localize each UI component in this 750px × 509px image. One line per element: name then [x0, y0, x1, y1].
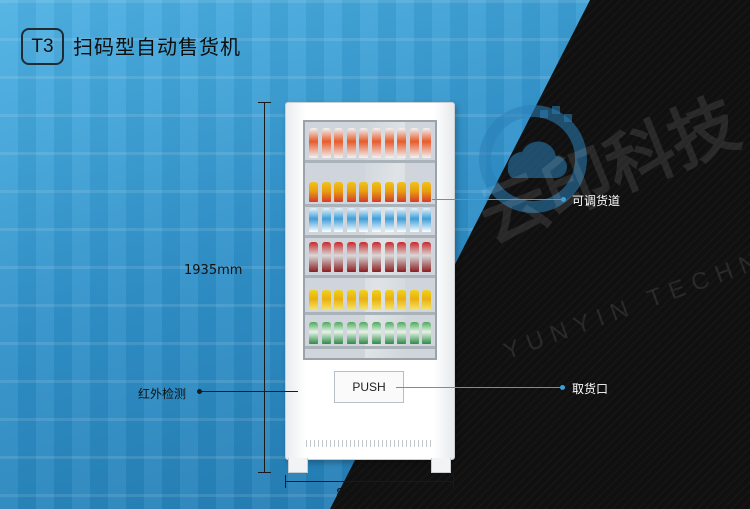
product-bottle [372, 242, 381, 272]
product-bottle [346, 322, 356, 344]
product-bottle [372, 208, 381, 232]
product-bottle [359, 242, 369, 272]
product-bottle [321, 290, 331, 310]
product-bottle [384, 208, 394, 232]
product-bottle [422, 242, 432, 272]
product-bottle [422, 128, 432, 158]
product-bottle [346, 290, 356, 310]
product-bottle [372, 322, 381, 344]
product-bottle [346, 182, 356, 202]
infrared-detection-label: 红外检测 [138, 387, 187, 401]
product-bottle [321, 242, 331, 272]
product-bottle [422, 208, 432, 232]
product-bottle [359, 182, 369, 202]
height-tick-bottom [258, 472, 271, 473]
product-bottle [384, 290, 394, 310]
product-bottle [309, 208, 318, 232]
product-bottle [397, 290, 407, 310]
height-label: 1935mm [184, 263, 243, 278]
width-label: 855mm [336, 487, 387, 502]
push-pickup-door[interactable]: PUSH [334, 371, 404, 403]
product-bottle [309, 128, 318, 158]
vending-machine: PUSH [285, 102, 455, 460]
product-bottle [334, 322, 344, 344]
product-bottle [359, 322, 369, 344]
cloud-logo-icon [479, 105, 587, 213]
product-bottle [346, 208, 356, 232]
product-bottle [372, 290, 381, 310]
width-dimension-line [285, 481, 453, 482]
product-bottle [372, 128, 381, 158]
machine-foot-right [431, 458, 451, 473]
product-bottle [397, 182, 407, 202]
product-bottle [384, 242, 394, 272]
display-window [303, 120, 437, 360]
product-bottle [334, 242, 344, 272]
product-bottle [359, 290, 369, 310]
product-bottle [359, 128, 369, 158]
pickup-port-line [396, 387, 562, 388]
product-bottle [397, 242, 407, 272]
product-bottle [409, 208, 419, 232]
product-bottle [321, 208, 331, 232]
product-bottle [384, 128, 394, 158]
page-title: 扫码型自动售货机 [73, 35, 241, 59]
pickup-port-dot [560, 385, 565, 390]
product-bottle [422, 290, 432, 310]
product-bottle [384, 182, 394, 202]
product-bottle [321, 182, 331, 202]
product-bottle [397, 128, 407, 158]
infrared-detection-dot [197, 389, 202, 394]
product-bottle [309, 290, 318, 310]
product-bottle [359, 208, 369, 232]
shelf [305, 235, 435, 238]
width-tick-left [285, 475, 286, 488]
product-bottle [409, 242, 419, 272]
height-dimension-line [264, 102, 265, 472]
product-bottle [397, 208, 407, 232]
product-bottle [409, 182, 419, 202]
infrared-detection-line [200, 391, 298, 392]
product-bottle [334, 182, 344, 202]
vent-grille [306, 440, 434, 447]
product-bottle [309, 242, 318, 272]
model-badge: T3 [21, 28, 64, 65]
product-bottle [321, 128, 331, 158]
height-tick-top [258, 102, 271, 103]
product-bottle [346, 242, 356, 272]
product-bottle [384, 322, 394, 344]
shelf [305, 346, 435, 349]
adjustable-channel-label: 可调货道 [572, 194, 621, 208]
product-bottle [422, 322, 432, 344]
product-bottle [409, 128, 419, 158]
product-bottle [372, 182, 381, 202]
product-bottle [334, 128, 344, 158]
product-bottle [309, 322, 318, 344]
shelf [305, 160, 435, 163]
product-bottle [409, 322, 419, 344]
product-bottle [321, 322, 331, 344]
shelf [305, 204, 435, 207]
product-bottle [409, 290, 419, 310]
machine-foot-left [288, 458, 308, 473]
product-bottle [397, 322, 407, 344]
product-bottle [309, 182, 318, 202]
width-tick-right [453, 475, 454, 488]
shelf [305, 312, 435, 315]
product-bottle [334, 290, 344, 310]
adjustable-channel-line [432, 199, 564, 200]
pickup-port-label: 取货口 [572, 382, 609, 396]
adjustable-channel-dot [561, 197, 566, 202]
product-bottle [422, 182, 432, 202]
shelf [305, 275, 435, 278]
product-bottle [346, 128, 356, 158]
product-bottle [334, 208, 344, 232]
